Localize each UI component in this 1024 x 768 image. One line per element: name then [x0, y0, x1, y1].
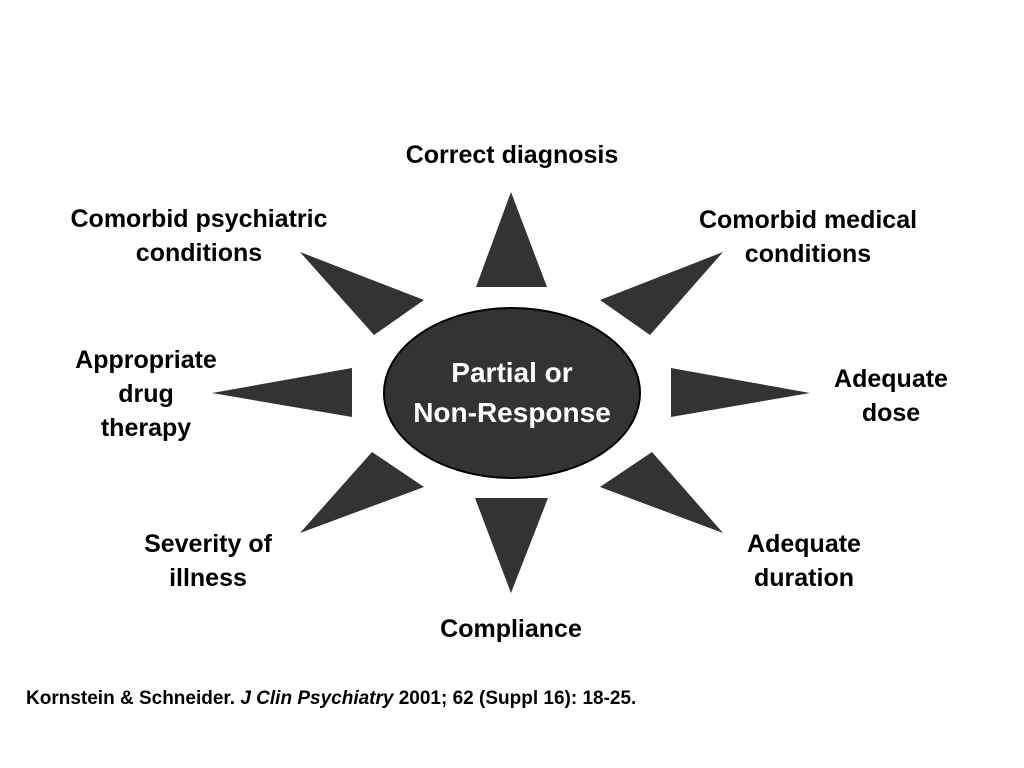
citation-authors: Kornstein & Schneider. — [26, 688, 241, 709]
factor-label-comorbid-psychiatric-conditions: Comorbid psychiatric conditions — [71, 202, 328, 270]
factor-label-compliance: Compliance — [440, 612, 582, 646]
factor-label-line: Correct diagnosis — [405, 141, 619, 169]
factor-label-adequate-dose: Adequate dose — [834, 362, 948, 430]
citation-journal: J Clin Psychiatry — [240, 688, 394, 709]
ray-correct-diagnosis — [476, 192, 547, 287]
factor-label-line: Appropriate — [75, 346, 217, 374]
center-ellipse — [383, 307, 641, 479]
ray-severity-of-illness — [300, 452, 424, 533]
factor-label-line: Adequate — [834, 365, 948, 393]
factor-label-line: conditions — [744, 240, 872, 268]
factor-label-correct-diagnosis: Correct diagnosis — [406, 138, 619, 172]
factor-label-line: Compliance — [440, 615, 582, 643]
factor-label-appropriate-drug-therapy: Appropriate drug therapy — [75, 343, 217, 445]
factor-label-line: therapy — [100, 414, 192, 442]
citation: Kornstein & Schneider. J Clin Psychiatry… — [26, 688, 636, 710]
ray-adequate-duration — [600, 452, 723, 533]
citation-details: 2001; 62 (Suppl 16): 18-25. — [393, 688, 637, 709]
ray-compliance — [475, 498, 548, 593]
factor-label-adequate-duration: Adequate duration — [747, 527, 861, 595]
factor-label-comorbid-medical-conditions: Comorbid medical conditions — [699, 203, 917, 271]
factor-label-severity-of-illness: Severity of illness — [144, 527, 272, 595]
center-label-line-2: Non-Response — [413, 397, 611, 428]
factor-label-line: duration — [754, 564, 854, 592]
factor-label-line: conditions — [135, 239, 263, 267]
factor-label-line: drug — [118, 380, 174, 408]
factor-label-line: Adequate — [747, 530, 861, 558]
factor-label-line: Severity of — [144, 530, 272, 558]
factor-label-line: Comorbid medical — [698, 206, 918, 234]
ray-adequate-dose — [671, 368, 810, 417]
factor-label-line: dose — [861, 399, 921, 427]
center-label-line-1: Partial or — [451, 357, 573, 388]
ray-comorbid-psychiatric-conditions — [300, 252, 424, 335]
ray-comorbid-medical-conditions — [600, 252, 723, 335]
factor-label-line: illness — [169, 564, 247, 592]
ray-appropriate-drug-therapy — [212, 368, 352, 417]
center-label: Partial or Non-Response — [392, 353, 632, 433]
factor-label-line: Comorbid psychiatric — [70, 205, 328, 233]
